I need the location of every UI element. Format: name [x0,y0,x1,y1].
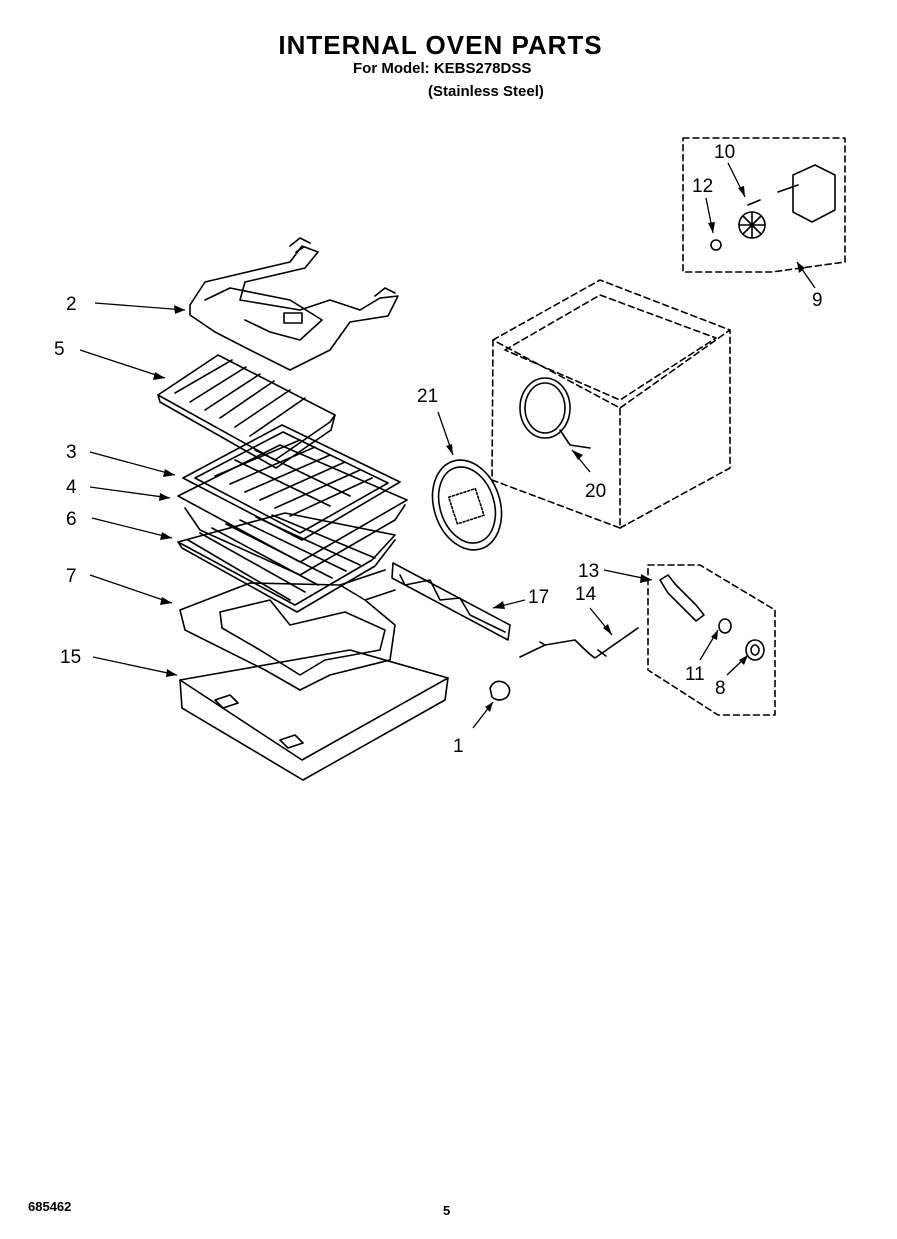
callout-9: 9 [812,290,823,311]
callout-1: 1 [453,736,464,757]
callout-10: 10 [714,142,735,163]
callout-13: 13 [578,561,599,582]
part-heat-deflector [157,354,336,469]
part-temperature-probe [519,627,639,659]
callout-6: 6 [66,509,77,530]
part-broiler-pan [177,444,408,576]
document-number: 685462 [28,1199,72,1214]
part-bracket [391,562,511,641]
part-broil-element [189,237,399,371]
part-oven-rack [177,512,396,613]
callout-2: 2 [66,294,77,315]
callout-14: 14 [575,584,597,605]
callout-20: 20 [585,481,606,502]
part-oven-cavity [491,279,731,529]
callout-7: 7 [66,566,77,587]
page-title: INTERNAL OVEN PARTS [278,30,603,60]
part-bottom-cover [179,649,449,781]
callout-12: 12 [692,176,713,197]
callout-15: 15 [60,647,81,668]
callout-3: 3 [66,442,77,463]
callout-21: 21 [417,386,438,407]
part-convection-baffle [431,459,503,551]
callout-17: 17 [528,587,549,608]
callout-4: 4 [66,477,77,498]
callout-5: 5 [54,339,65,360]
model-number: For Model: KEBS278DSS [353,60,532,77]
callout-labels: 2 5 3 4 6 7 15 1 17 21 20 14 13 11 8 9 1… [54,142,823,757]
model-variant: (Stainless Steel) [428,83,544,100]
callout-11: 11 [685,664,705,685]
part-sensor-assembly [647,564,776,716]
part-clip [489,680,511,701]
callout-8: 8 [715,678,726,699]
part-convection-element [519,377,591,449]
part-fan-motor-assembly [682,137,846,273]
page-number: 5 [443,1203,451,1218]
part-bake-element [179,569,396,691]
